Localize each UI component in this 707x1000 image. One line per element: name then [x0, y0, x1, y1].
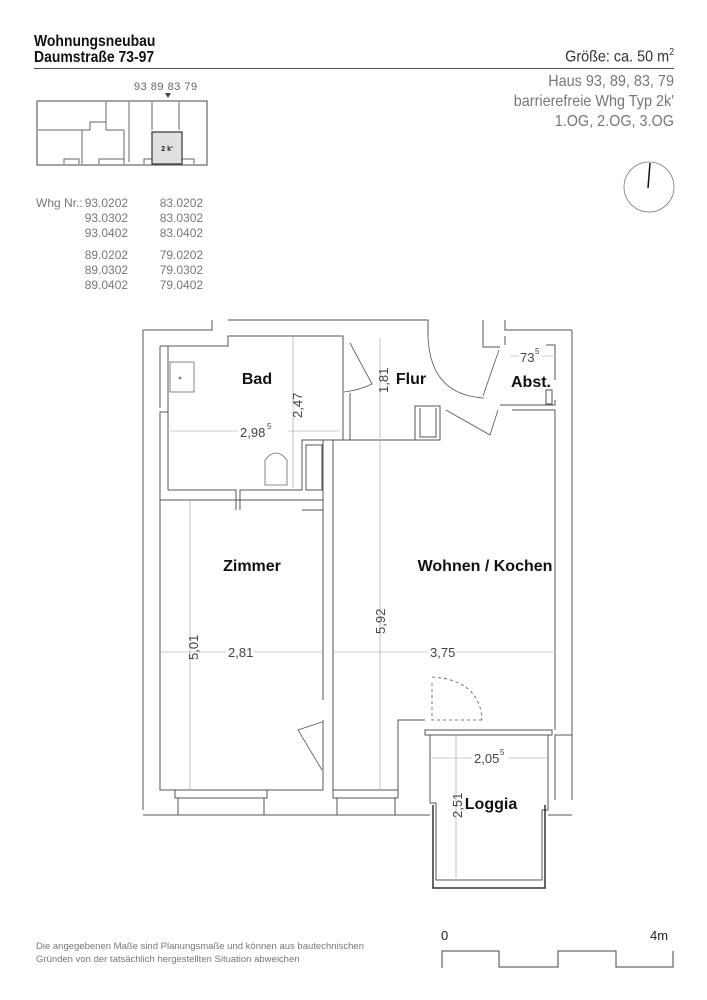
apt-number: 79.0402	[159, 278, 204, 292]
apt-number: 93.0402	[84, 226, 129, 240]
dim-loggia-width: 2,05	[474, 751, 499, 766]
apt-number: 79.0302	[159, 263, 204, 277]
apt-number: 93.0202	[84, 196, 129, 210]
apartment-numbers-label: Whg Nr.:	[36, 196, 83, 210]
apartment-size: Größe: ca. 50 m2	[565, 47, 674, 66]
north-arrow-icon	[623, 161, 675, 213]
disclaimer-line-2: Gründen von der tatsächlich hergestellte…	[36, 954, 300, 965]
keyplan-unit-highlight	[151, 131, 183, 165]
apt-number: 89.0302	[84, 263, 129, 277]
bad-door-swing	[343, 342, 373, 393]
entrance-door-swing	[427, 335, 485, 399]
size-text: Größe: ca. 50 m	[564, 48, 669, 66]
keyplan-unit-label: 2 k'	[161, 146, 173, 153]
scale-bar	[441, 950, 674, 968]
dim-loggia-depth: 2,51	[450, 793, 465, 818]
walls	[142, 319, 573, 889]
washbasin-icon	[169, 361, 195, 393]
scale-end-label: 4m	[650, 928, 669, 943]
dim-wohnen-width: 3,75	[430, 645, 455, 660]
keyplan-house-numbers: 93 89 83 79	[134, 81, 198, 93]
drain-icon	[178, 376, 182, 380]
room-label-abst: Abst.	[511, 374, 551, 391]
houses: Haus 93, 89, 83, 79	[548, 73, 674, 90]
room-label-loggia: Loggia	[465, 796, 518, 813]
keyplan: 2 k'	[36, 93, 208, 166]
room-label-flur: Flur	[396, 371, 426, 388]
dim-abst-width: 73	[520, 350, 534, 365]
dim-zimmer-depth: 5,01	[186, 635, 201, 660]
apt-number: 79.0202	[159, 248, 204, 262]
keyplan-marker-icon	[165, 93, 171, 98]
loggia-door-swing	[431, 676, 485, 721]
dim-bad-width-sup: 5	[267, 422, 272, 431]
disclaimer: Die angegebenen Maße sind Planungsmaße u…	[36, 940, 364, 966]
toilet-icon	[264, 452, 288, 486]
floors: 1.OG, 2.OG, 3.OG	[554, 113, 674, 130]
apartment-numbers: Whg Nr.:93.0202 83.0202 93.0302 83.0302 93…	[36, 196, 203, 293]
room-label-bad: Bad	[242, 371, 272, 388]
dim-loggia-width-sup: 5	[500, 748, 505, 757]
doors	[297, 335, 500, 771]
apt-number: 83.0402	[159, 226, 204, 240]
apartment-info: Haus 93, 89, 83, 79 barrierefreie Whg Ty…	[514, 72, 674, 132]
dim-bad-width: 2,98	[240, 425, 265, 440]
title-line-2: Daumstraße 73-97	[34, 49, 155, 66]
zimmer-door	[297, 721, 323, 771]
header-divider	[34, 68, 674, 69]
dim-bad-depth: 2,47	[290, 393, 305, 418]
dim-abst-width-sup: 5	[535, 347, 540, 356]
size-unit-sup: 2	[668, 47, 674, 58]
apt-number: 83.0202	[159, 196, 204, 210]
scale-start-label: 0	[441, 928, 449, 943]
dim-flur-depth: 1,81	[376, 368, 391, 393]
room-label-zimmer: Zimmer	[223, 558, 281, 575]
apt-number: 89.0402	[84, 278, 129, 292]
dim-wohnen-depth: 5,92	[373, 609, 388, 634]
title-line-1: Wohnungsneubau	[34, 33, 156, 50]
apartment-type: barrierefreie Whg Typ 2k'	[513, 93, 674, 110]
flur-door	[445, 409, 499, 436]
project-title: Wohnungsneubau Daumstraße 73-97	[34, 34, 155, 66]
apt-number: 93.0302	[84, 211, 129, 225]
abst-door	[482, 349, 500, 397]
dim-zimmer-width: 2,81	[228, 645, 253, 660]
disclaimer-line-1: Die angegebenen Maße sind Planungsmaße u…	[36, 941, 364, 952]
apt-number: 83.0302	[159, 211, 204, 225]
apt-number: 89.0202	[84, 248, 129, 262]
room-label-wohnen-kochen: Wohnen / Kochen	[418, 558, 553, 575]
